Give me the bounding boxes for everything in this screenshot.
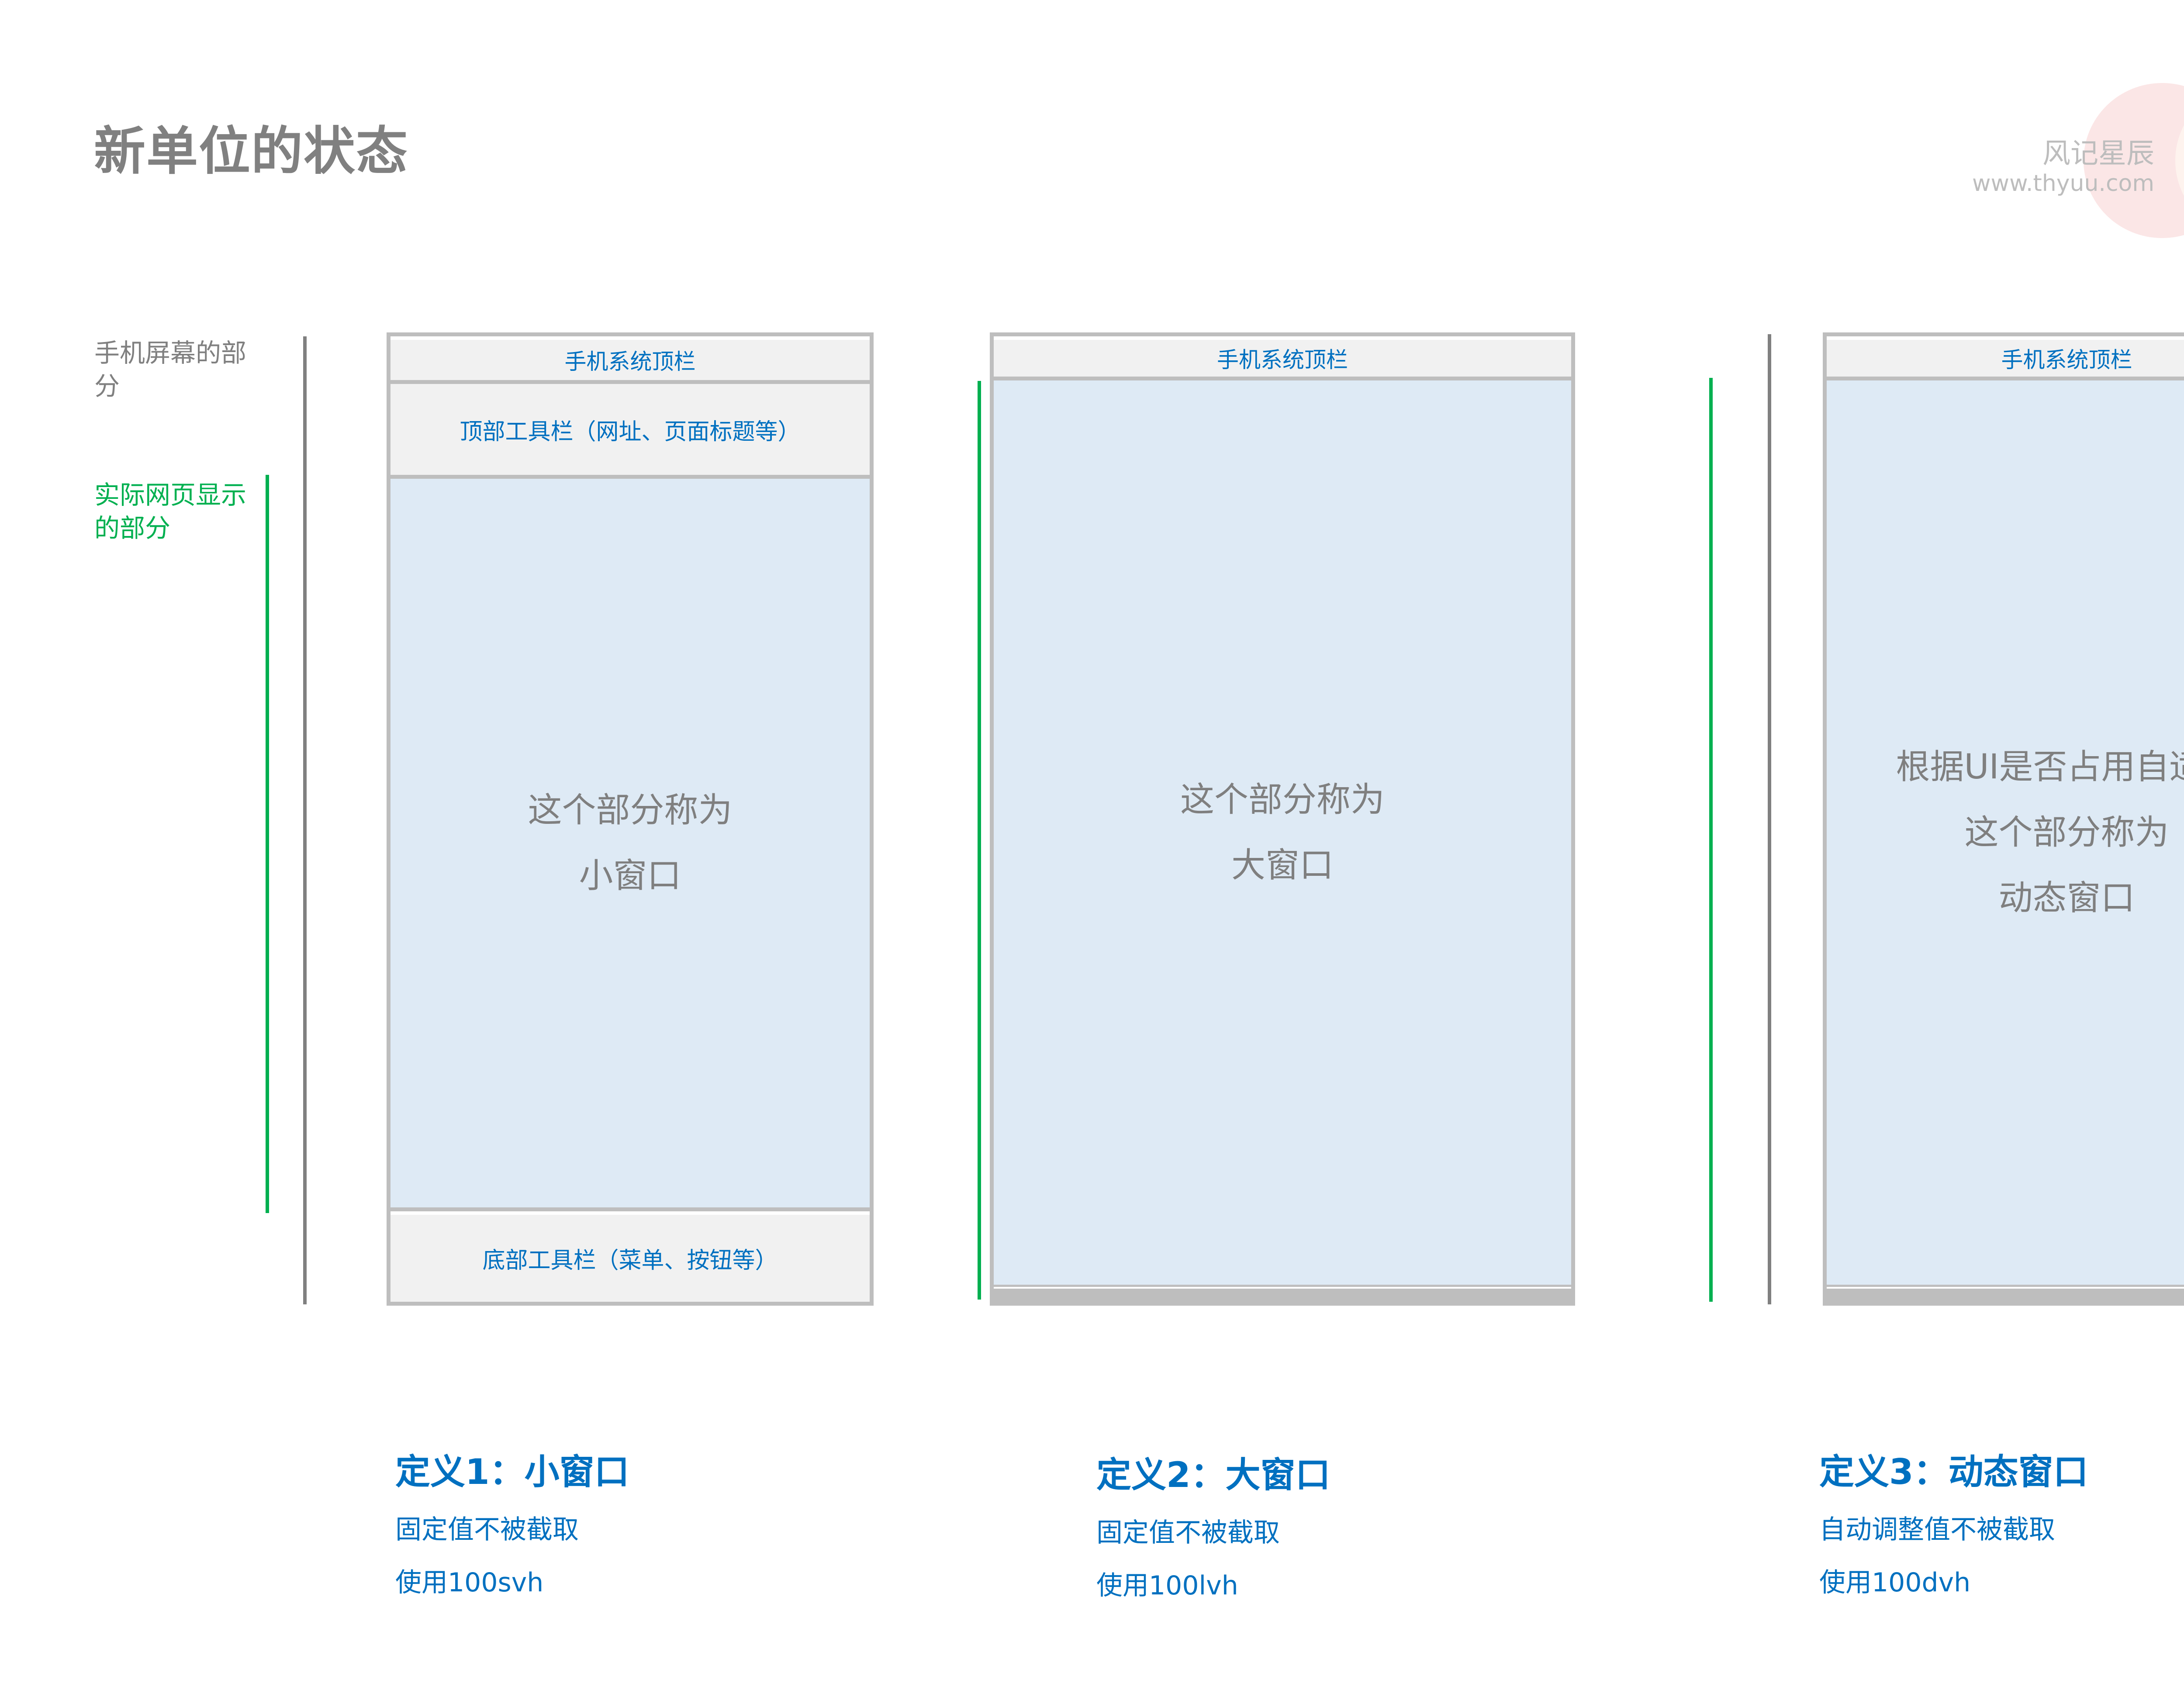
caption-definition-1: 定义1：小窗口 固定值不被截取 使用100svh [395,1444,629,1599]
divider [1827,377,2184,380]
content-line: 这个部分称为 [528,791,733,830]
caption-title: 定义1：小窗口 [395,1452,629,1492]
phone-dynamic-viewport: 手机系统顶栏 根据UI是否占用自适应 这个部分称为 动态窗口 [1823,332,2184,1306]
screen-indicator-line [1768,334,1771,1304]
system-bar-label: 手机系统顶栏 [2001,347,2132,373]
content-line: 这个部分称为 [1180,780,1385,819]
watermark-name: 风记星辰 [2042,138,2154,170]
content-line: 动态窗口 [1998,878,2135,918]
system-bar-label: 手机系统顶栏 [564,349,696,374]
divider [390,380,870,384]
large-viewport-area: 这个部分称为 大窗口 [994,380,1571,1285]
viewport-indicator-line [978,381,981,1300]
system-bar: 手机系统顶栏 [1827,336,2184,377]
caption-definition-2: 定义2：大窗口 固定值不被截取 使用100lvh [1096,1447,1330,1602]
divider [390,1207,870,1211]
content-line: 这个部分称为 [1964,813,2169,852]
caption-title: 定义2：大窗口 [1096,1455,1330,1495]
caption-line: 使用100lvh [1096,1570,1238,1601]
divider [1827,1285,2184,1287]
content-line: 根据UI是否占用自适应 [1896,747,2184,787]
divider [994,1285,1571,1287]
caption-title: 定义3：动态窗口 [1819,1452,2088,1492]
system-bar: 手机系统顶栏 [390,336,870,380]
watermark-url: www.thyuu.com [1972,170,2154,197]
bottom-toolbar: 底部工具栏（菜单、按钮等） [390,1213,870,1302]
content-line: 大窗口 [1231,846,1334,885]
caption-line: 固定值不被截取 [1096,1518,1280,1548]
system-bar: 手机系统顶栏 [994,336,1571,377]
phone-small-viewport: 手机系统顶栏 顶部工具栏（网址、页面标题等） 这个部分称为 小窗口 底部工具栏（… [387,332,874,1306]
divider [994,377,1571,380]
top-toolbar: 顶部工具栏（网址、页面标题等） [390,384,870,475]
phone-large-viewport: 手机系统顶栏 这个部分称为 大窗口 [990,332,1575,1306]
small-viewport-area: 这个部分称为 小窗口 [390,479,870,1207]
caption-line: 固定值不被截取 [395,1514,579,1545]
caption-definition-3: 定义3：动态窗口 自动调整值不被截取 使用100dvh [1819,1444,2088,1599]
screen-legend-label: 手机屏幕的部分 [94,338,247,401]
bottom-toolbar-label: 底部工具栏（菜单、按钮等） [482,1248,778,1274]
page-title: 新单位的状态 [94,121,409,181]
viewport-indicator-line [1709,378,1713,1302]
viewport-indicator-line [266,475,269,1213]
screen-indicator-line [303,336,307,1304]
caption-line: 使用100svh [395,1567,544,1598]
content-line: 小窗口 [579,856,681,895]
caption-line: 使用100dvh [1819,1567,1971,1598]
divider [994,1289,1571,1302]
divider [390,475,870,479]
system-bar-label: 手机系统顶栏 [1217,347,1348,373]
caption-line: 自动调整值不被截取 [1819,1514,2055,1545]
dynamic-viewport-area: 根据UI是否占用自适应 这个部分称为 动态窗口 [1827,380,2184,1285]
divider [1827,1289,2184,1302]
viewport-legend-label: 实际网页显示的部分 [94,480,247,543]
top-toolbar-label: 顶部工具栏（网址、页面标题等） [460,418,801,445]
